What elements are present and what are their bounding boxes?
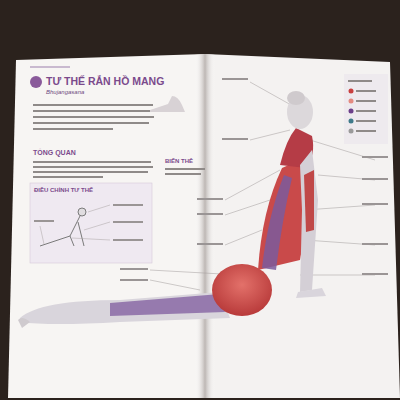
adjustment-panel bbox=[30, 183, 152, 263]
legend-panel bbox=[344, 74, 388, 144]
section-heading: TỔNG QUAN bbox=[33, 149, 76, 157]
overview-paragraph bbox=[33, 161, 153, 178]
pose-icon bbox=[150, 96, 185, 112]
variation-text bbox=[165, 168, 205, 170]
leader-lines bbox=[150, 82, 375, 290]
section-heading: ĐIỀU CHỈNH TƯ THẾ bbox=[34, 187, 93, 194]
page-title: TƯ THẾ RẮN HỒ MANG bbox=[46, 76, 164, 88]
variation-text bbox=[165, 173, 201, 175]
spine-shadow bbox=[195, 54, 215, 398]
pose-subtitle: Bhujangasana bbox=[46, 89, 84, 96]
intro-paragraph bbox=[33, 104, 154, 130]
callout-text bbox=[34, 204, 143, 241]
running-header bbox=[30, 66, 70, 68]
page-badge bbox=[30, 76, 42, 88]
right-page bbox=[205, 54, 400, 398]
stick-figure bbox=[40, 208, 86, 246]
callout-text bbox=[120, 78, 388, 281]
section-heading: BIẾN THỂ bbox=[165, 158, 193, 165]
leader-lines bbox=[40, 205, 110, 244]
left-page bbox=[8, 54, 205, 398]
cobra-pose-figure bbox=[18, 91, 326, 328]
